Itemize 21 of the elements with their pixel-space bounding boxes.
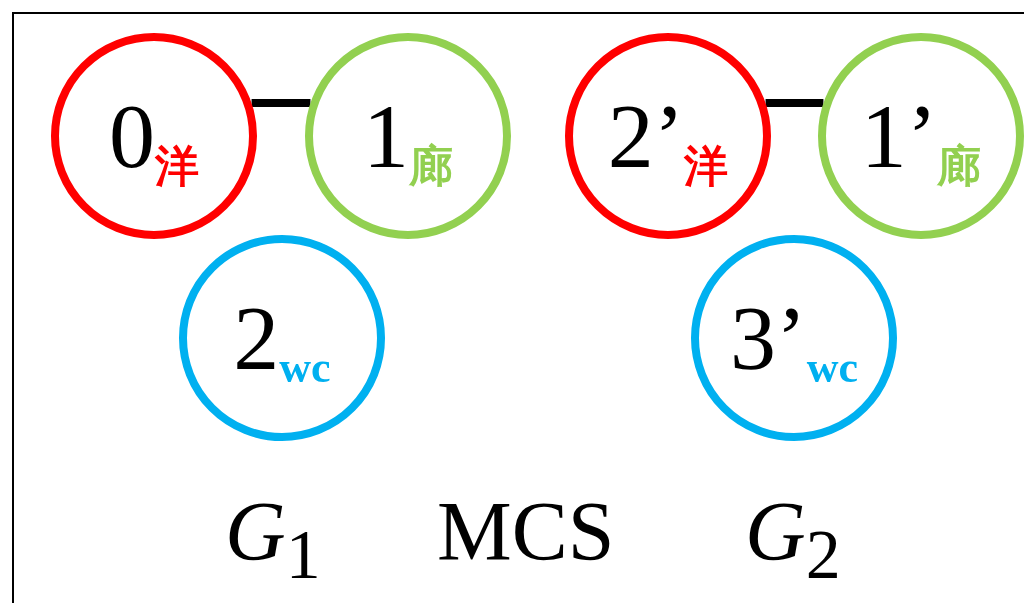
node-subscript: 廊	[409, 144, 453, 188]
node-number: 1’	[860, 90, 938, 182]
graph-label: MCS	[437, 490, 615, 574]
circle-node	[51, 33, 257, 239]
circle-node	[565, 33, 771, 239]
node-number: 2	[233, 292, 280, 384]
node-subscript: wc	[806, 346, 858, 390]
node-subscript: 廊	[937, 144, 982, 188]
node-number: 0	[109, 90, 155, 182]
graph-label: G$_{1}$	[225, 490, 321, 590]
circle-node	[179, 235, 385, 441]
circle-node	[305, 33, 511, 239]
node-subscript: 洋	[684, 144, 729, 188]
circle-node	[818, 33, 1024, 239]
node-number: 2’	[607, 90, 685, 182]
node-subscript: wc	[279, 346, 331, 390]
node-number: 3’	[730, 292, 807, 384]
node-subscript: 洋	[155, 144, 199, 188]
circle-node	[691, 235, 897, 441]
node-number: 1	[363, 90, 409, 182]
graph-label: G$_{2}$	[745, 490, 841, 590]
